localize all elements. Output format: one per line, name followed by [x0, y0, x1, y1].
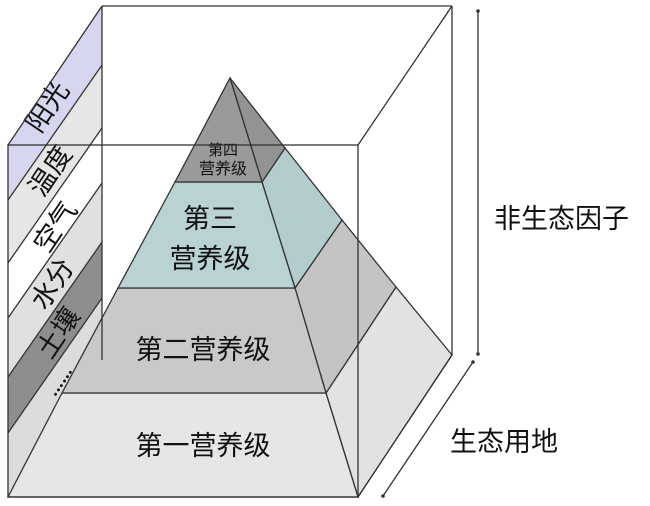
level1-label: 第一营养级: [136, 431, 271, 462]
trophic-pyramid: [6, 76, 453, 499]
band-sunlight: [8, 6, 102, 200]
level4-label-1: 第四: [208, 141, 238, 159]
level3-label-1: 第三: [183, 204, 237, 235]
ecological-land-label: 生态用地: [450, 427, 558, 458]
band-soil: [8, 242, 102, 433]
abiotic-dimension-arrow: [476, 9, 480, 356]
level4-label-2: 营养级: [199, 159, 247, 178]
land-dimension-arrow: [381, 360, 475, 498]
band-etc: [8, 298, 102, 497]
abiotic-factors-label: 非生态因子: [494, 204, 629, 235]
band-air: [8, 128, 102, 318]
band-temperature: [8, 65, 102, 263]
level2-label: 第二营养级: [136, 335, 271, 366]
cube-frame: [7, 5, 453, 498]
band-water: [8, 183, 102, 377]
level3-label-2: 营养级: [170, 244, 251, 275]
factor-strip: [8, 6, 102, 497]
level4-front: [173, 76, 263, 183]
